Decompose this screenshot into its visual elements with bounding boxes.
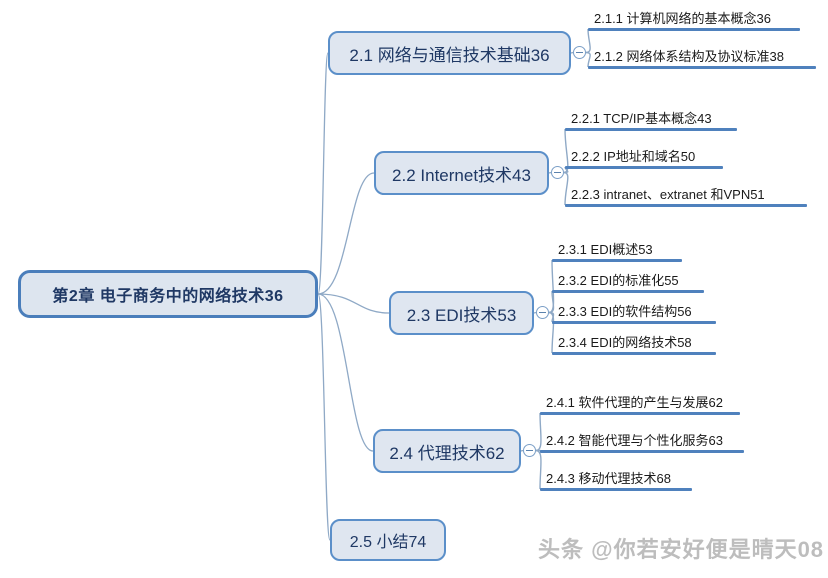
leaf-node[interactable]: 2.1.2 网络体系结构及协议标准38 (588, 49, 816, 70)
leaf-node-underline (552, 259, 682, 263)
leaf-node[interactable]: 2.1.1 计算机网络的基本概念36 (588, 11, 800, 32)
connector-path (585, 28, 591, 54)
branch-node-label: 2.3 EDI技术53 (406, 305, 517, 325)
leaf-node-label: 2.4.1 软件代理的产生与发展62 (546, 395, 723, 410)
connector-path (317, 52, 329, 295)
leaf-node-label: 2.3.3 EDI的软件结构56 (558, 304, 692, 319)
connector-path (317, 293, 374, 452)
branch-node-2-5[interactable]: 2.5 小结74 (330, 519, 446, 561)
root-node[interactable]: 第2章 电子商务中的网络技术36 (18, 270, 318, 318)
branch-node-label: 2.5 小结74 (349, 534, 427, 551)
leaf-node-underline (565, 128, 737, 132)
leaf-node-underline (540, 412, 740, 416)
leaf-node-label: 2.2.1 TCP/IP基本概念43 (571, 111, 712, 126)
leaf-node-label: 2.3.2 EDI的标准化55 (558, 273, 679, 288)
leaf-node[interactable]: 2.3.2 EDI的标准化55 (552, 273, 704, 294)
connector-path (317, 293, 331, 541)
leaf-node[interactable]: 2.4.3 移动代理技术68 (540, 471, 692, 492)
leaf-node-underline (552, 321, 716, 325)
collapse-toggle-2-4-icon[interactable] (523, 444, 536, 457)
leaf-node[interactable]: 2.4.1 软件代理的产生与发展62 (540, 395, 740, 416)
leaf-node-underline (552, 290, 704, 294)
leaf-node[interactable]: 2.2.3 intranet、extranet 和VPN51 (565, 187, 807, 208)
collapse-toggle-2-2-icon[interactable] (551, 166, 564, 179)
leaf-node-underline (565, 204, 807, 208)
leaf-node[interactable]: 2.3.4 EDI的网络技术58 (552, 335, 716, 356)
collapse-toggle-2-3-icon[interactable] (536, 306, 549, 319)
leaf-node-label: 2.1.1 计算机网络的基本概念36 (594, 11, 771, 26)
leaf-node-label: 2.4.3 移动代理技术68 (546, 471, 671, 486)
leaf-node-underline (565, 166, 723, 170)
connector-path (317, 293, 390, 314)
leaf-node-underline (588, 28, 800, 32)
branch-node-label: 2.2 Internet技术43 (392, 165, 531, 185)
branch-node-label: 2.4 代理技术62 (389, 443, 505, 463)
watermark-text: 头条 @你若安好便是晴天08 (538, 537, 825, 562)
leaf-node-underline (588, 66, 816, 70)
watermark: 头条 @你若安好便是晴天08 (538, 532, 824, 564)
leaf-node-label: 2.2.3 intranet、extranet 和VPN51 (571, 187, 765, 202)
leaf-node-underline (552, 352, 716, 356)
branch-node-2-3[interactable]: 2.3 EDI技术53 (389, 291, 534, 335)
leaf-node-label: 2.2.2 IP地址和域名50 (571, 149, 696, 164)
branch-node-2-4[interactable]: 2.4 代理技术62 (373, 429, 521, 473)
leaf-node-label: 2.4.2 智能代理与个性化服务63 (546, 433, 723, 448)
leaf-node[interactable]: 2.2.1 TCP/IP基本概念43 (565, 111, 737, 132)
connector-path (317, 172, 375, 295)
leaf-node[interactable]: 2.4.2 智能代理与个性化服务63 (540, 433, 744, 454)
leaf-node[interactable]: 2.3.1 EDI概述53 (552, 242, 682, 263)
leaf-node[interactable]: 2.2.2 IP地址和域名50 (565, 149, 723, 170)
branch-node-2-1[interactable]: 2.1 网络与通信技术基础36 (328, 31, 571, 75)
branch-node-label: 2.1 网络与通信技术基础36 (349, 45, 550, 65)
branch-node-2-2[interactable]: 2.2 Internet技术43 (374, 151, 549, 195)
collapse-toggle-2-1-icon[interactable] (573, 46, 586, 59)
leaf-node-label: 2.3.1 EDI概述53 (558, 242, 653, 257)
leaf-node-label: 2.3.4 EDI的网络技术58 (558, 335, 692, 350)
leaf-node[interactable]: 2.3.3 EDI的软件结构56 (552, 304, 716, 325)
leaf-node-label: 2.1.2 网络体系结构及协议标准38 (594, 49, 784, 64)
leaf-node-underline (540, 488, 692, 492)
leaf-node-underline (540, 450, 744, 454)
root-node-label: 第2章 电子商务中的网络技术36 (52, 288, 284, 305)
